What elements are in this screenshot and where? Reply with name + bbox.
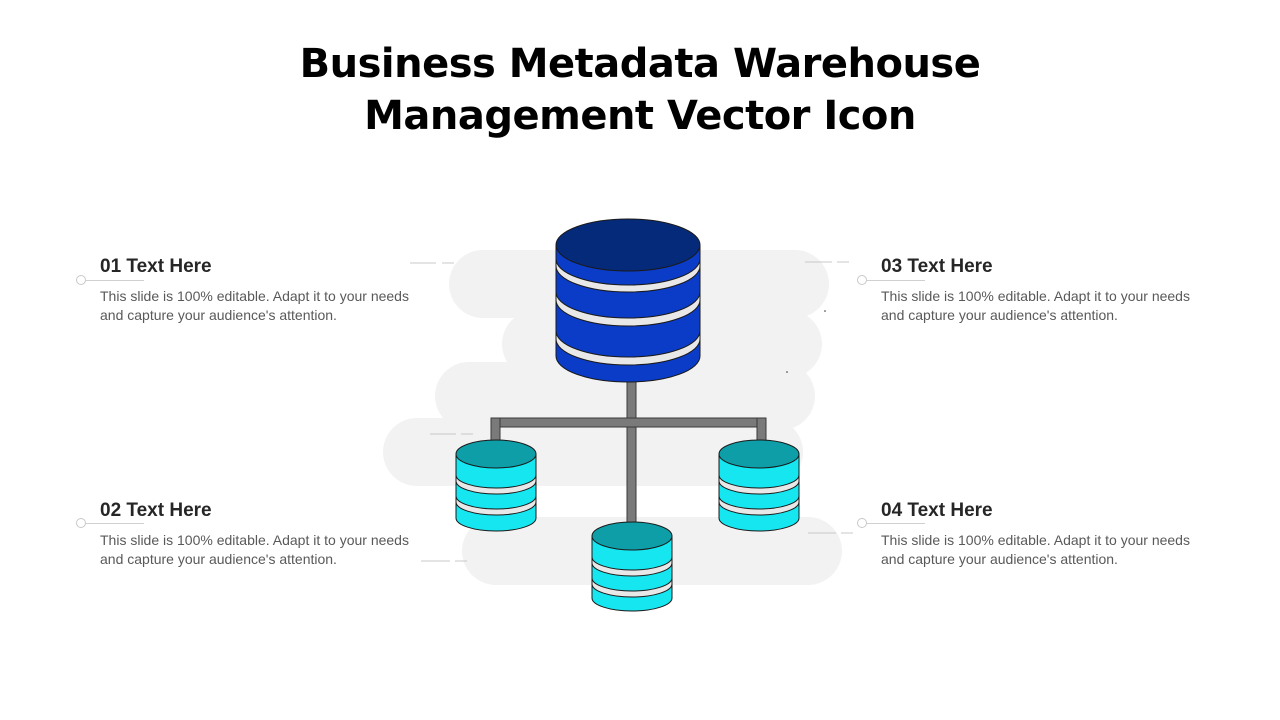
item-heading: 03 Text Here <box>881 256 993 277</box>
item-body: This slide is 100% editable. Adapt it to… <box>100 288 409 323</box>
bullet-dot-04 <box>857 518 867 528</box>
text-block-01: 01 Text Here This slide is 100% editable… <box>100 255 420 324</box>
central-database-icon <box>555 218 701 383</box>
item-body: This slide is 100% editable. Adapt it to… <box>881 532 1190 567</box>
connector-line-03 <box>867 280 925 281</box>
bullet-dot-03 <box>857 275 867 285</box>
bottom-database-icon <box>591 521 673 612</box>
title-line-1: Business Metadata Warehouse <box>299 41 981 87</box>
title-line-2: Management Vector Icon <box>364 93 916 139</box>
connector-line-01 <box>86 280 144 281</box>
connector-line-02 <box>86 523 144 524</box>
item-heading: 02 Text Here <box>100 500 212 521</box>
decorative-dashes <box>410 261 853 562</box>
item-body: This slide is 100% editable. Adapt it to… <box>881 288 1190 323</box>
item-heading: 04 Text Here <box>881 500 993 521</box>
bullet-dot-02 <box>76 518 86 528</box>
text-block-03: 03 Text Here This slide is 100% editable… <box>881 255 1201 324</box>
left-database-icon <box>455 439 537 532</box>
item-heading: 01 Text Here <box>100 256 212 277</box>
text-block-04: 04 Text Here This slide is 100% editable… <box>881 499 1201 568</box>
right-database-icon <box>718 439 800 532</box>
connector-lines <box>490 379 767 526</box>
page-title: Business Metadata Warehouse Management V… <box>0 38 1280 142</box>
item-body: This slide is 100% editable. Adapt it to… <box>100 532 409 567</box>
bullet-dot-01 <box>76 275 86 285</box>
text-block-02: 02 Text Here This slide is 100% editable… <box>100 499 420 568</box>
connector-line-04 <box>867 523 925 524</box>
